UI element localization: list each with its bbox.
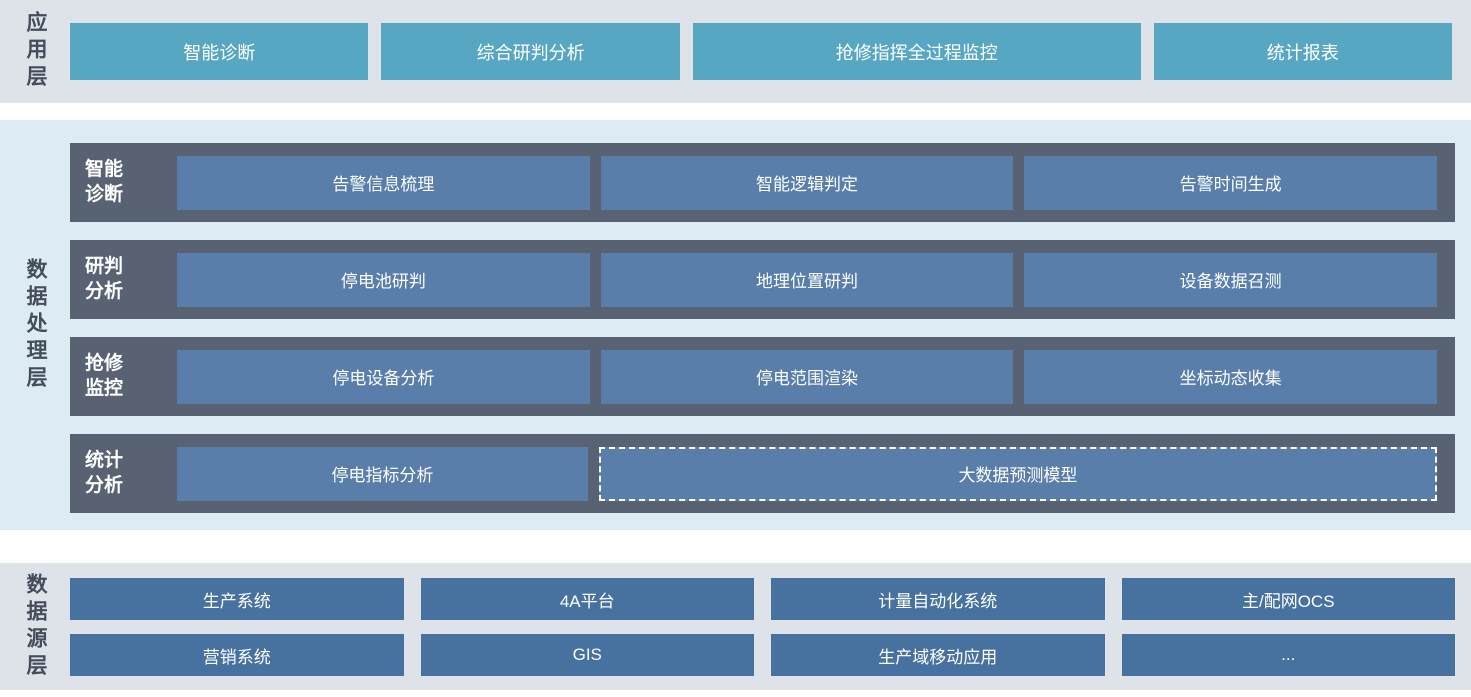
src-box-metering-automation-system: 计量自动化系统 (771, 578, 1105, 620)
proc-box-geolocation-analysis: 地理位置研判 (600, 252, 1014, 307)
proc-box-coordinate-dynamic-collection: 坐标动态收集 (1024, 349, 1438, 404)
app-item-comprehensive-analysis: 综合研判分析 (381, 23, 680, 80)
data-source-layer-label-column: 数据源层 (0, 563, 70, 690)
proc-row-analysis-judgment: 研判分析 停电池研判 地理位置研判 设备数据召测 (70, 240, 1455, 319)
proc-box-bigdata-prediction-model: 大数据预测模型 (598, 446, 1437, 501)
proc-row-items: 告警信息梳理 智能逻辑判定 告警时间生成 (177, 155, 1438, 210)
proc-row-label-repair-monitoring: 抢修监控 (85, 352, 124, 399)
proc-row-items: 停电池研判 地理位置研判 设备数据召测 (177, 252, 1438, 307)
application-layer-label: 应用层 (24, 11, 47, 92)
data-source-layer-band: 数据源层 生产系统 4A平台 计量自动化系统 主/配网OCS 营销系统 GIS … (0, 563, 1471, 690)
proc-row-label-analysis-judgment: 研判分析 (85, 255, 124, 302)
proc-row-intelligent-diagnosis: 智能诊断 告警信息梳理 智能逻辑判定 告警时间生成 (70, 143, 1455, 222)
app-item-intelligent-diagnosis: 智能诊断 (70, 23, 369, 80)
src-box-marketing-system: 营销系统 (70, 634, 404, 676)
proc-row-label-intelligent-diagnosis: 智能诊断 (85, 158, 124, 205)
application-layer-band: 应用层 智能诊断 综合研判分析 抢修指挥全过程监控 统计报表 (0, 0, 1471, 103)
proc-box-outage-range-rendering: 停电范围渲染 (600, 349, 1014, 404)
src-box-more: ... (1121, 634, 1455, 676)
src-box-4a-platform: 4A平台 (420, 578, 754, 620)
src-box-gis: GIS (420, 634, 754, 676)
proc-row-label-statistical-analysis: 统计分析 (85, 449, 124, 496)
proc-row-items: 停电指标分析 大数据预测模型 (177, 446, 1437, 501)
spacer (0, 103, 1471, 120)
data-source-grid: 生产系统 4A平台 计量自动化系统 主/配网OCS 营销系统 GIS 生产域移动… (70, 563, 1471, 690)
proc-box-outage-device-analysis: 停电设备分析 (177, 349, 590, 404)
src-box-main-distribution-ocs: 主/配网OCS (1121, 578, 1455, 620)
application-layer-items: 智能诊断 综合研判分析 抢修指挥全过程监控 统计报表 (70, 0, 1471, 103)
proc-box-device-data-recall: 设备数据召测 (1024, 252, 1438, 307)
data-processing-layer-panel: 数据处理层 智能诊断 告警信息梳理 智能逻辑判定 告警时间生成 研判分析 停电池… (0, 120, 1471, 530)
data-processing-rows: 智能诊断 告警信息梳理 智能逻辑判定 告警时间生成 研判分析 停电池研判 地理位… (70, 120, 1471, 530)
proc-box-outage-indicator-analysis: 停电指标分析 (177, 446, 588, 501)
spacer (0, 530, 1471, 563)
application-layer-label-column: 应用层 (0, 0, 70, 103)
proc-row-repair-monitoring: 抢修监控 停电设备分析 停电范围渲染 坐标动态收集 (70, 337, 1455, 416)
data-processing-layer-label-column: 数据处理层 (0, 120, 70, 530)
proc-box-alarm-info-sorting: 告警信息梳理 (177, 155, 590, 210)
proc-box-intelligent-logic-judgment: 智能逻辑判定 (600, 155, 1014, 210)
proc-box-outage-pool-analysis: 停电池研判 (177, 252, 590, 307)
proc-row-items: 停电设备分析 停电范围渲染 坐标动态收集 (177, 349, 1438, 404)
proc-row-statistical-analysis: 统计分析 停电指标分析 大数据预测模型 (70, 434, 1455, 513)
data-source-layer-label: 数据源层 (24, 572, 47, 681)
src-box-production-system: 生产系统 (70, 578, 404, 620)
app-item-repair-command-full-process-monitoring: 抢修指挥全过程监控 (692, 23, 1141, 80)
app-item-statistical-reports: 统计报表 (1153, 23, 1452, 80)
src-box-production-mobile-app: 生产域移动应用 (771, 634, 1105, 676)
proc-box-alarm-time-generation: 告警时间生成 (1024, 155, 1438, 210)
data-processing-layer-label: 数据处理层 (24, 257, 47, 393)
